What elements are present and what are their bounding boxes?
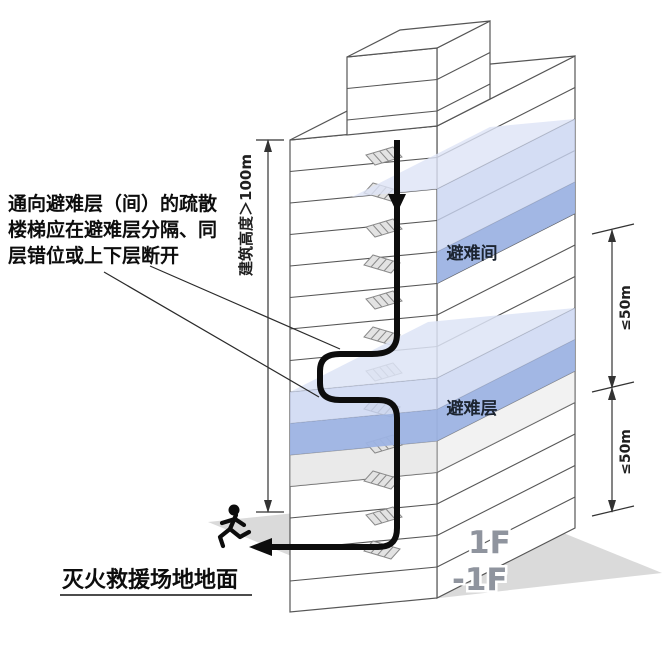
refuge-room-band: 避难间 (352, 119, 575, 284)
floor-b1f-label: -1F (452, 562, 508, 598)
refuge-spacing-dimension: ≤50m ≤50m (591, 223, 635, 517)
refuge-floor-band: 避难层 (290, 308, 575, 455)
rescue-ground-label: 灭火救援场地地面 (62, 568, 238, 593)
building-height-label: 建筑高度＞100m (237, 154, 255, 276)
dim-upper-50m-label: ≤50m (618, 285, 634, 331)
escape-path (249, 140, 406, 556)
running-person-icon (217, 504, 252, 549)
annotation-text-block: 通向避难层（间）的疏散 楼梯应在避难层分隔、同 层错位或上下层断开 (8, 192, 217, 267)
refuge-room-label: 避难间 (447, 243, 498, 264)
floor-1f-label: 1F (468, 525, 511, 561)
tower-front-face (346, 47, 438, 136)
refuge-floor-label: 避难层 (447, 398, 498, 419)
annotation-leader-lines (103, 265, 341, 398)
annotation-line-1: 通向避难层（间）的疏散 (8, 192, 217, 215)
annotation-line-3: 层错位或上下层断开 (8, 244, 179, 267)
floor-lines-tower (346, 52, 491, 121)
annotation-line-2: 楼梯应在避难层分隔、同 (8, 218, 217, 241)
dim-lower-50m-label: ≤50m (618, 429, 634, 475)
arrow-left-icon (249, 538, 272, 556)
arrow-down-icon (388, 194, 406, 213)
tower-top-face (346, 20, 491, 58)
building-height-dimension: 建筑高度＞100m (237, 139, 284, 513)
ground-level-tint (290, 371, 575, 487)
